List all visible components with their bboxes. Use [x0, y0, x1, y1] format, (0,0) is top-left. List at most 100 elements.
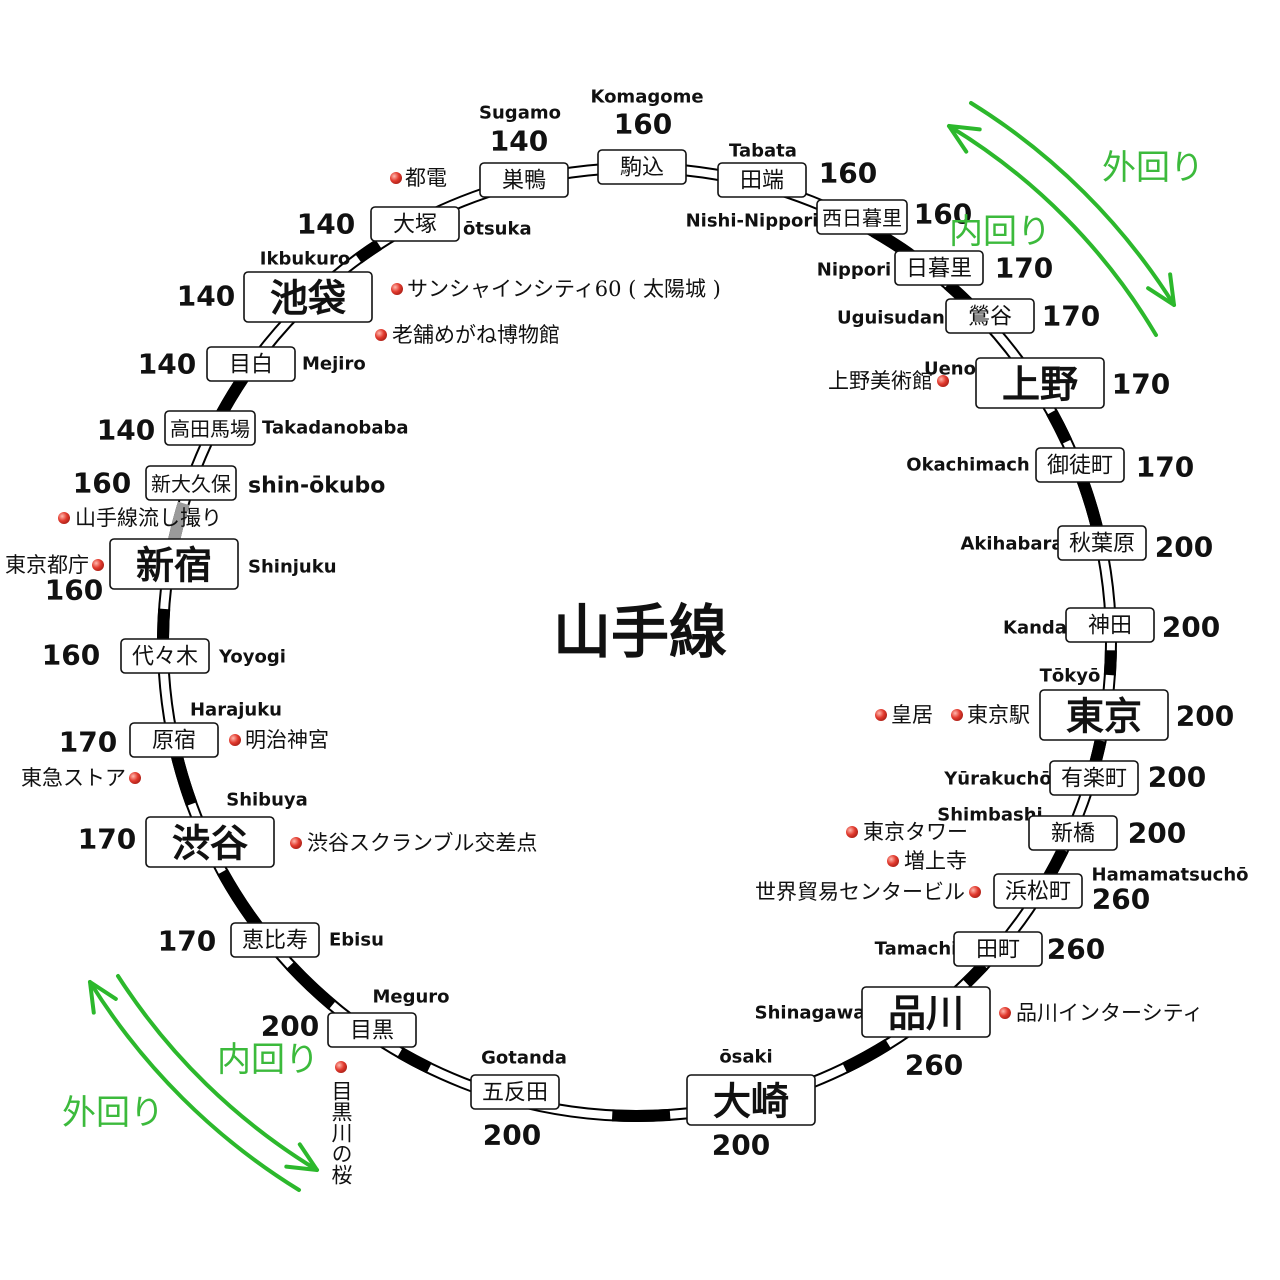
station-box [816, 199, 908, 235]
landmark-label: 増上寺 [904, 849, 967, 873]
track-segment [611, 1108, 671, 1122]
station-name-romaji: Meguro [372, 987, 449, 1008]
landmark: 東京都庁 [5, 553, 104, 577]
landmark-dot [375, 329, 387, 341]
direction-indicators-top-right: 外回り 内回り [947, 101, 1204, 337]
track-segment [842, 1038, 892, 1074]
landmark: 東急ストア [21, 766, 141, 790]
landmark-label: 世界貿易センタービル [755, 880, 965, 904]
station-number: 140 [177, 280, 235, 313]
station-number: 140 [490, 125, 548, 158]
landmark: 明治神宮 [229, 728, 329, 752]
station-box [129, 722, 219, 758]
station-name-romaji: Shinagawa [755, 1003, 866, 1024]
station-box [1028, 815, 1118, 851]
station-name-romaji: Mejiro [302, 354, 366, 375]
track-segment [285, 961, 337, 1010]
landmark: 東京タワー [846, 820, 968, 844]
station-name-romaji: Tōkyō [1040, 666, 1101, 687]
landmark-label: 明治神宮 [245, 728, 329, 752]
station-name-kanji: 秋葉原 [1069, 532, 1135, 557]
station-box [230, 922, 320, 958]
station-name-kanji: 大崎 [713, 1079, 789, 1124]
station-name-kanji: 新大久保 [151, 472, 231, 496]
station-number: 200 [1176, 700, 1234, 733]
landmark-dot [846, 826, 858, 838]
line-title: 山手線 [553, 598, 727, 666]
landmark-label: 東急ストア [21, 766, 126, 790]
station-box [1065, 607, 1155, 643]
station-number: 170 [1042, 300, 1100, 333]
station-box [206, 346, 296, 382]
station-number: 200 [261, 1010, 319, 1043]
station-number: 170 [59, 726, 117, 759]
landmark: 渋谷スクランブル交差点 [290, 831, 537, 855]
landmark-label: 皇居 [891, 703, 933, 727]
station-name-romaji: Sugamo [479, 103, 561, 124]
station-name-kanji: 渋谷 [172, 821, 248, 866]
station-name-romaji: Akihabara [960, 534, 1063, 555]
track-segment [1076, 477, 1103, 529]
landmark-label: 目黒川の桜 [329, 1080, 353, 1185]
station-name-kanji: 田端 [740, 169, 784, 194]
station-box [894, 250, 984, 286]
landmark-dot [887, 855, 899, 867]
station-name-romaji: Harajuku [190, 700, 282, 721]
landmark: 都電 [390, 166, 447, 190]
station-name-romaji: Nishi-Nippori [686, 211, 819, 232]
landmark-dot [335, 1061, 347, 1073]
landmark-label: 東京駅 [967, 703, 1030, 727]
direction-indicators-bottom-left: 外回り 内回り [62, 974, 319, 1192]
track-segment [354, 239, 383, 264]
station-name-romaji: Yoyogi [218, 647, 286, 668]
station-name-romaji: Shimbashi [937, 805, 1042, 826]
outer-loop-arrow [969, 101, 1176, 307]
station-name-romaji: shin-ōkubo [248, 474, 385, 499]
station-name-kanji: 品川 [888, 991, 964, 1036]
inner-loop-arrow [116, 974, 319, 1172]
station-name-kanji: 有楽町 [1061, 767, 1127, 792]
station-number: 170 [1112, 368, 1170, 401]
station-box [945, 298, 1035, 334]
station-name-kanji: 鶯谷 [968, 305, 1012, 330]
landmark-label: 東京都庁 [5, 553, 89, 577]
station-box [1035, 447, 1125, 483]
station-number: 170 [1136, 451, 1194, 484]
landmark-dot [969, 886, 981, 898]
station-name-kanji: 大塚 [393, 213, 437, 238]
landmark-label: 山手線流し撮り [75, 506, 222, 530]
station-name-kanji: 代々木 [132, 645, 198, 670]
landmark-label: 渋谷スクランブル交差点 [307, 831, 537, 855]
station-box [1039, 689, 1169, 741]
track-segment [1046, 409, 1073, 445]
station-box [953, 931, 1043, 967]
station-name-romaji: Shibuya [226, 790, 308, 811]
station-box [597, 149, 687, 185]
station-name-romaji: ōsaki [719, 1047, 772, 1068]
inner-loop-label: 内回り [949, 212, 1051, 252]
station-name-romaji: Kanda [1003, 618, 1067, 639]
inner-loop-arrow [947, 124, 1158, 337]
station-name-romaji: Hamamatsuchō [1092, 865, 1249, 886]
station-box [717, 162, 807, 198]
landmark-dot [92, 559, 104, 571]
station-box [1057, 525, 1147, 561]
station-name-romaji: Ikbukuro [260, 249, 350, 270]
landmark: 増上寺 [887, 849, 967, 873]
station-name-romaji: Tabata [729, 141, 797, 162]
landmark-dot [290, 837, 302, 849]
